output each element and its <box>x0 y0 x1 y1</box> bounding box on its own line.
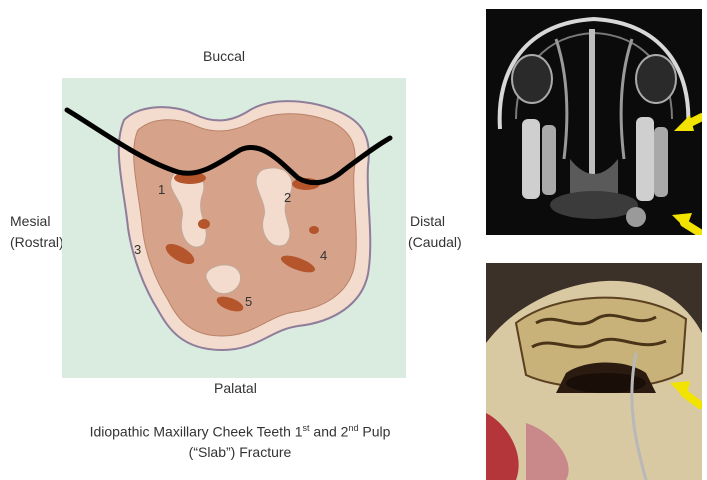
caption-line-2: (“Slab”) Fracture <box>40 442 440 462</box>
ct-scan-image <box>486 9 702 235</box>
fracture-line <box>67 110 390 183</box>
figure-caption: Idiopathic Maxillary Cheek Teeth 1st and… <box>40 418 440 462</box>
specimen-photo <box>486 263 702 480</box>
caption-line-1: Idiopathic Maxillary Cheek Teeth 1st and… <box>40 418 440 442</box>
